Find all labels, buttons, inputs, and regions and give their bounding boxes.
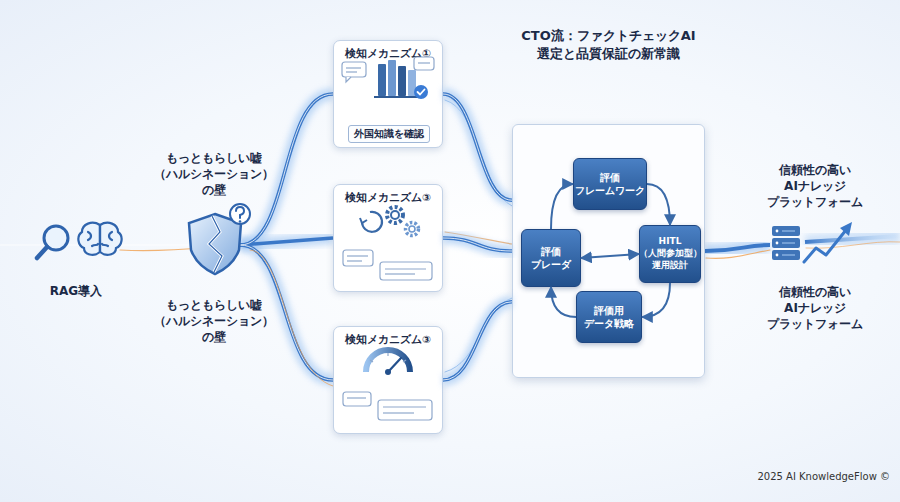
server-icon bbox=[772, 250, 800, 260]
server-icon bbox=[782, 243, 795, 244]
ribbon-core bbox=[240, 245, 333, 380]
server-icon bbox=[776, 242, 779, 245]
ribbon-core bbox=[443, 238, 512, 251]
ribbon-highlight bbox=[443, 302, 512, 380]
growth-arrow-icon bbox=[804, 222, 852, 262]
broken-shield-icon bbox=[239, 220, 242, 223]
process-box: HITL （人間参加型） 運用設計 bbox=[639, 225, 701, 283]
ribbon-core bbox=[443, 302, 512, 380]
ribbon-glow bbox=[443, 238, 512, 251]
ribbon-core bbox=[0, 245, 215, 246]
ribbon-highlight bbox=[443, 94, 512, 200]
brain-icon bbox=[78, 223, 100, 255]
brain-icon bbox=[78, 223, 121, 255]
growth-arrow-icon bbox=[804, 230, 846, 262]
ribbon-glow bbox=[0, 237, 215, 253]
spark-lines bbox=[445, 100, 512, 206]
outcome-label: 信頼性の高い AIナレッジ プラットフォーム bbox=[765, 162, 865, 211]
server-icon bbox=[782, 255, 795, 256]
spark-lines bbox=[120, 247, 214, 251]
check-tag: 外国知識を確認 bbox=[348, 125, 430, 143]
ribbon-core bbox=[705, 245, 770, 251]
server-icon bbox=[776, 230, 779, 233]
detection-box: 検知メカニズム③ bbox=[333, 326, 443, 434]
server-icon bbox=[776, 254, 779, 257]
node-text: 評価 フレームワーク bbox=[574, 171, 646, 197]
flow-ribbon bbox=[443, 94, 512, 200]
spark-lines bbox=[706, 250, 770, 258]
node-text: HITL （人間参加型） 運用設計 bbox=[639, 236, 702, 271]
magnifier-icon bbox=[37, 247, 47, 258]
server-icon bbox=[782, 231, 795, 232]
process-box: 評価 ブレーダ bbox=[521, 229, 581, 287]
ribbon-core bbox=[805, 236, 900, 242]
ribbon-glow bbox=[443, 94, 512, 200]
node-text: CTO流：ファクトチェックAI 選定と品質保証の新常識 bbox=[503, 27, 714, 62]
ribbon-core bbox=[443, 94, 512, 200]
spark-lines bbox=[120, 100, 900, 386]
ribbon-glow bbox=[240, 238, 333, 245]
quality-frame: CTO流：ファクトチェックAI 選定と品質保証の新常識評価 フレームワーク評価 … bbox=[512, 124, 705, 378]
ribbon-glow bbox=[0, 94, 900, 380]
node-text: 検知メカニズム③ bbox=[334, 333, 442, 347]
ribbon-core bbox=[240, 238, 333, 245]
broken-shield-icon bbox=[209, 216, 222, 272]
brain-icon bbox=[102, 244, 108, 246]
ribbon-glow bbox=[240, 245, 333, 380]
ribbon-core bbox=[0, 243, 215, 247]
brain-icon bbox=[99, 225, 101, 252]
ribbon-glow bbox=[443, 302, 512, 380]
node-text: 外国知識を確認 bbox=[354, 128, 424, 139]
server-icon bbox=[772, 226, 800, 260]
broken-shield-icon bbox=[189, 204, 250, 274]
brain-icon bbox=[100, 223, 122, 255]
flow-ribbon bbox=[443, 302, 512, 380]
ribbon-glow bbox=[805, 236, 900, 242]
outcome-label: 信頼性の高い AIナレッジ プラットフォーム bbox=[765, 284, 865, 333]
barrier-label: もっともらしい嘘 （ハルシネーション） の壁 bbox=[146, 297, 281, 346]
broken-shield-icon bbox=[236, 207, 244, 218]
node-text: 評価 ブレーダ bbox=[522, 245, 580, 271]
broken-shield-icon bbox=[189, 214, 241, 274]
flow-ribbon bbox=[443, 238, 512, 251]
broken-shield-icon bbox=[209, 216, 222, 272]
node-text: 検知メカニズム③ bbox=[334, 191, 442, 205]
broken-shield-icon bbox=[230, 204, 250, 224]
ribbon-highlight bbox=[443, 238, 512, 251]
spark-lines bbox=[806, 242, 900, 249]
spark-lines bbox=[445, 298, 512, 372]
brain-icon bbox=[92, 244, 98, 246]
process-box: 評価 フレームワーク bbox=[573, 158, 647, 210]
spark-lines bbox=[445, 232, 512, 244]
magnifier-icon bbox=[44, 226, 68, 250]
ribbon-core bbox=[0, 94, 900, 380]
process-box: 評価用 データ戦略 bbox=[576, 291, 642, 343]
ribbon-glow bbox=[705, 245, 770, 251]
node-text: 評価用 データ戦略 bbox=[577, 304, 641, 330]
ribbon-core bbox=[240, 245, 333, 380]
brain-icon bbox=[88, 232, 91, 240]
brain-icon bbox=[109, 232, 112, 240]
copyright-note: 2025 AI KnowledgeFlow © bbox=[730, 470, 890, 484]
server-icon bbox=[772, 226, 800, 236]
detection-box: 検知メカニズム① 外国知識を確認 bbox=[333, 40, 443, 148]
detection-box: 検知メカニズム③ bbox=[333, 184, 443, 292]
magnifier-icon bbox=[37, 226, 68, 258]
node-text: 検知メカニズム① bbox=[334, 47, 442, 61]
step-label: RAG導入 bbox=[36, 283, 116, 299]
barrier-label: もっともらしい嘘 （ハルシネーション） の壁 bbox=[146, 150, 281, 199]
growth-arrow-icon bbox=[840, 222, 852, 236]
server-icon bbox=[772, 238, 800, 248]
